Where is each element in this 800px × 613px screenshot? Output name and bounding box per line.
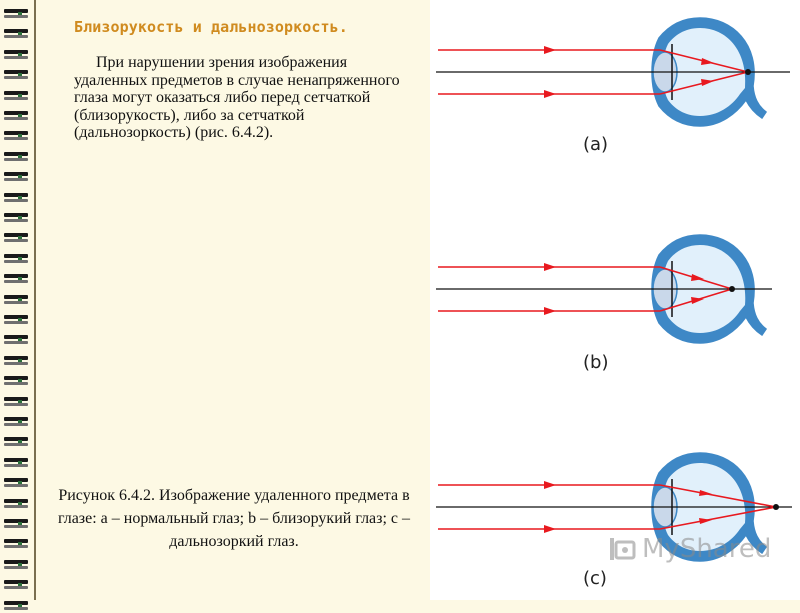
eye-diagrams-svg — [436, 17, 792, 562]
eye-diagram-figure: (a) (b) (c) — [430, 0, 800, 600]
binding-coil — [4, 192, 28, 205]
binding-coil — [4, 90, 28, 103]
ray-arrow — [544, 307, 556, 315]
binding-coil — [4, 232, 28, 245]
figure-label-a: (a) — [583, 134, 609, 155]
binding-coil — [4, 334, 28, 347]
binding-coil — [4, 579, 28, 592]
projector-icon — [610, 538, 636, 560]
binding-coil — [4, 110, 28, 123]
binding-coil — [4, 538, 28, 551]
focal-point — [745, 69, 751, 75]
ray-arrow — [544, 481, 556, 489]
focal-point — [729, 286, 735, 292]
binding-coil — [4, 69, 28, 82]
binding-coil — [4, 130, 28, 143]
binding-coil — [4, 416, 28, 429]
binding-coil — [4, 600, 28, 613]
binding-coil — [4, 49, 28, 62]
binding-coil — [4, 28, 28, 41]
binding-coil — [4, 436, 28, 449]
watermark: MyShared — [608, 534, 771, 564]
ray-arrow — [544, 263, 556, 271]
ray-arrow — [544, 90, 556, 98]
binding-coil — [4, 355, 28, 368]
binding-coil — [4, 8, 28, 21]
eye-diagram-hyperopic — [436, 452, 792, 562]
binding-coil — [4, 559, 28, 572]
binding-coil — [4, 457, 28, 470]
figure-label-c: (c) — [583, 568, 607, 589]
ray-arrow — [701, 58, 714, 65]
binding-coil — [4, 477, 28, 490]
ray-lower-refracted — [659, 506, 777, 530]
binding-coil — [4, 518, 28, 531]
ray-arrow — [701, 79, 714, 86]
binding-coil — [4, 171, 28, 184]
binding-coil — [4, 498, 28, 511]
binding-coil — [4, 294, 28, 307]
ray-arrow — [691, 297, 704, 304]
slide-body-text: При нарушении зрения изображения удаленн… — [74, 54, 400, 141]
eye-diagram-normal — [436, 17, 790, 127]
binding-coil — [4, 253, 28, 266]
slide-title: Близорукость и дальнозоркость. — [74, 18, 348, 36]
watermark-text: MyShared — [642, 534, 772, 564]
ray-arrow — [699, 518, 712, 524]
binding-coil — [4, 212, 28, 225]
binding-coil — [4, 396, 28, 409]
ray-arrow — [699, 490, 712, 496]
binding-coil — [4, 375, 28, 388]
ray-arrow — [544, 46, 556, 54]
notebook-binding — [0, 0, 40, 610]
ray-upper-refracted — [659, 484, 777, 508]
figure-caption: Рисунок 6.4.2. Изображение удаленного пр… — [57, 487, 411, 550]
focal-point — [773, 504, 779, 510]
binding-coil — [4, 151, 28, 164]
binding-margin-line — [34, 0, 36, 600]
ray-arrow — [691, 274, 704, 281]
binding-coil — [4, 273, 28, 286]
figure-label-b: (b) — [583, 352, 609, 373]
ray-arrow — [544, 525, 556, 533]
binding-coil — [4, 314, 28, 327]
eye-diagram-myopic — [436, 234, 772, 344]
